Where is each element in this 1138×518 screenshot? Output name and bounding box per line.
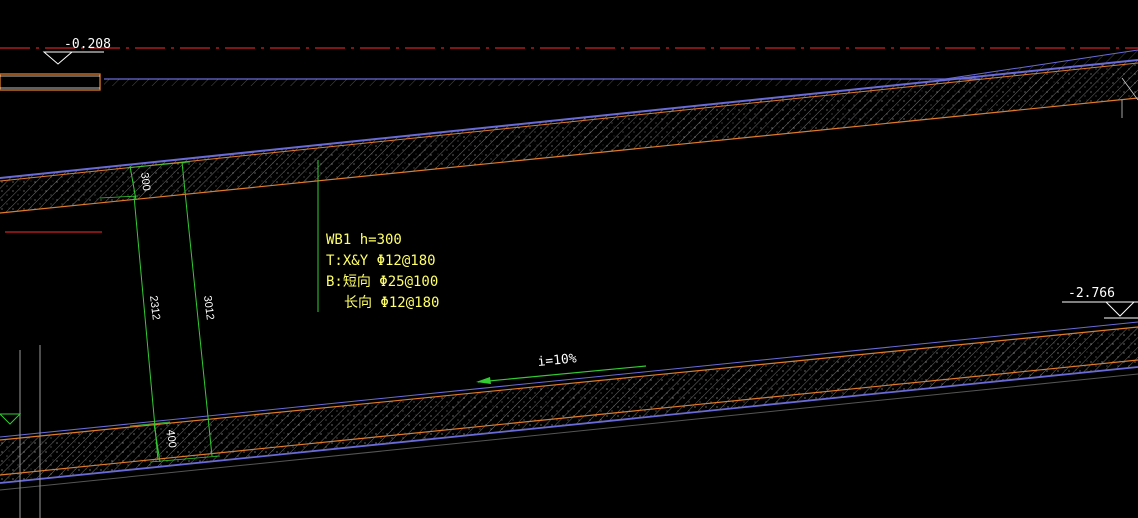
slab-note-line4: 长向 Φ12@180 [344, 295, 439, 311]
slope-arrow-line [477, 365, 647, 383]
lower-slab-bottom-blue [0, 366, 1138, 484]
elevation-label-right: -2.766 [1068, 286, 1115, 301]
slab-note: WB1 h=300 T:X&Y Φ12@180 B:短向 Φ25@100 长向 … [326, 232, 439, 311]
slope-indicator: i=10% [476, 351, 647, 384]
lower-slab-top-orange [0, 326, 1138, 441]
dim-text-span-outer: 3012 [201, 295, 216, 321]
elevation-marker-right: -2.766 [1062, 286, 1138, 319]
dim-text-span-inner: 2312 [147, 295, 162, 321]
upper-sloped-slab [0, 59, 1138, 214]
dim-text-bottom-thickness: 400 [164, 429, 178, 449]
slab-note-line3: B:短向 Φ25@100 [326, 274, 438, 290]
upper-slab-top-blue [0, 59, 1138, 179]
slab-note-line1: WB1 h=300 [326, 232, 402, 248]
slope-label: i=10% [537, 351, 578, 370]
dim-line-outer [181, 161, 213, 457]
upper-slab-bottom-orange [0, 97, 1138, 214]
ground-slab-left [0, 73, 980, 91]
lower-slab-bottom-orange [0, 359, 1138, 476]
dim-text-top-thickness: 300 [138, 172, 152, 192]
elevation-marker-top: -0.208 [42, 37, 111, 65]
slope-arrow-head [476, 377, 491, 384]
left-edge-lines [0, 345, 41, 518]
dim-line-inner [133, 195, 159, 461]
dimension-lines [99, 160, 319, 463]
slab-note-line2: T:X&Y Φ12@180 [326, 253, 436, 269]
lower-sloped-slab [0, 321, 1138, 491]
lower-slab-top-blue [0, 321, 1138, 438]
upper-slab-top-orange [0, 62, 1138, 182]
elevation-label-top: -0.208 [64, 37, 111, 52]
